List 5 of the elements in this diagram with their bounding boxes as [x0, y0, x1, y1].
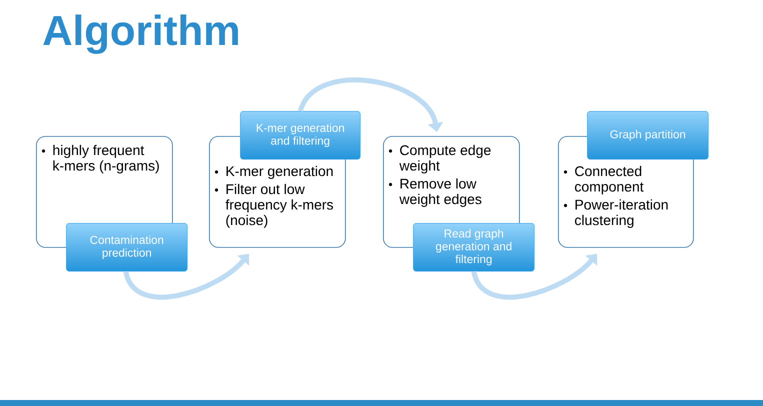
- step-tab: Graph partition: [587, 111, 709, 160]
- step-tab: Contamination prediction: [66, 222, 188, 272]
- step-tab: Read graph generation and filtering: [413, 222, 535, 272]
- title: Algorithm: [43, 14, 238, 54]
- step-tab: K-mer generation and filtering: [240, 111, 361, 160]
